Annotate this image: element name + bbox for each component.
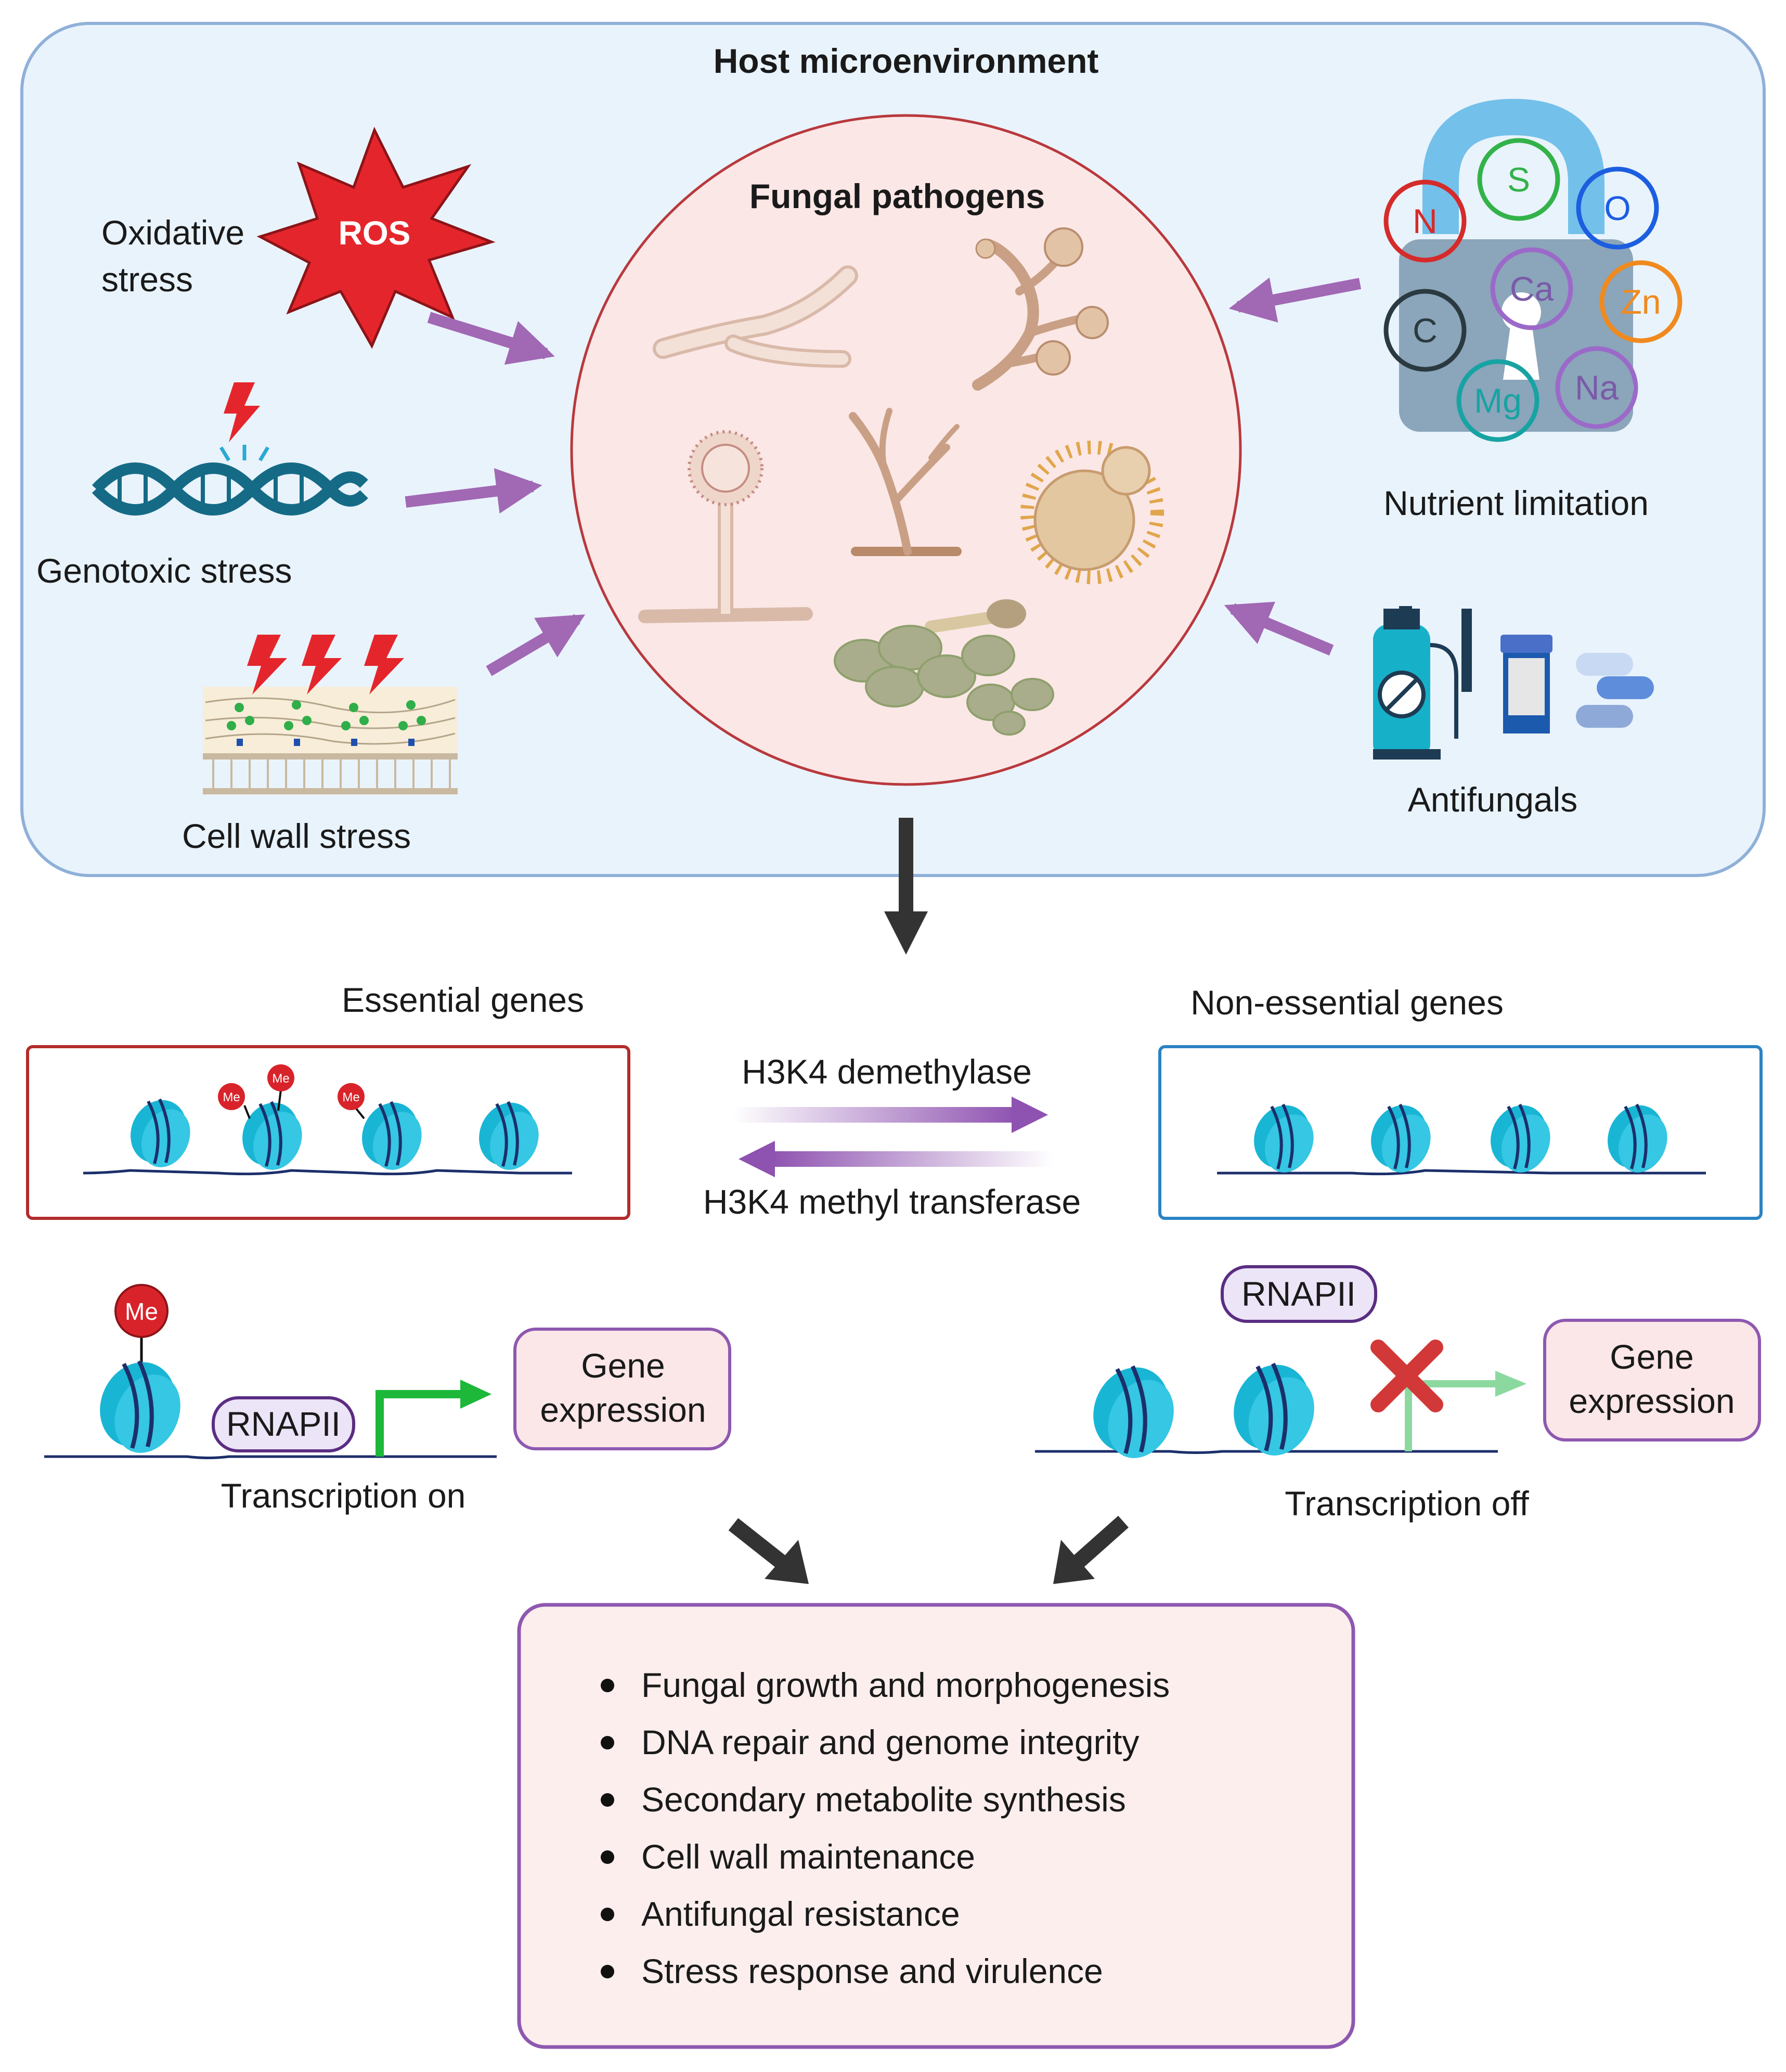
- gene-expression-on-line1: Gene: [581, 1346, 665, 1385]
- oxidative-label-line2: stress: [101, 260, 193, 299]
- nutrient-label: Nutrient limitation: [1383, 484, 1649, 522]
- element-s: S: [1507, 160, 1530, 199]
- rnap-off-label: RNAPII: [1241, 1275, 1356, 1313]
- conidiophore-icon: [972, 227, 1109, 391]
- converging-arrows: [728, 1515, 1129, 1584]
- outcome-item: Antifungal resistance: [641, 1895, 960, 1933]
- gene-expression-on-box: [513, 1328, 731, 1450]
- lock-icon: [1399, 98, 1633, 432]
- host-title: Host microenvironment: [714, 42, 1099, 80]
- pseudohyphae-icon: [834, 599, 1054, 736]
- methyltransferase-label: H3K4 methyl transferase: [703, 1182, 1081, 1221]
- cell-wall-stress: Cell wall stress: [182, 614, 586, 855]
- lightning-icons: [247, 635, 404, 694]
- gene-expression-on-line2: expression: [540, 1391, 706, 1429]
- rnap-on-label: RNAPII: [226, 1405, 341, 1443]
- me-mark-3: Me: [342, 1090, 359, 1104]
- rnap-off-pill: [1221, 1265, 1377, 1323]
- element-zn: Zn: [1621, 282, 1661, 321]
- outcome-item: Stress response and virulence: [641, 1952, 1103, 1990]
- cross-icon: [1370, 1340, 1443, 1412]
- me-mark-2: Me: [272, 1072, 289, 1086]
- outcome-item: Fungal growth and morphogenesis: [641, 1666, 1170, 1704]
- outcome-item: DNA repair and genome integrity: [641, 1723, 1140, 1761]
- element-ca: Ca: [1510, 269, 1554, 308]
- outcome-item: Secondary metabolite synthesis: [641, 1780, 1126, 1819]
- element-na: Na: [1575, 368, 1619, 407]
- gene-expression-off-box: [1543, 1319, 1761, 1442]
- pathogens-title: Fungal pathogens: [749, 177, 1045, 215]
- capsules-icon: [1576, 653, 1654, 728]
- methyl-mark-large: [114, 1284, 169, 1338]
- methyl-marks: [218, 1064, 365, 1119]
- essential-genes-box: Me Me Me: [26, 1045, 630, 1220]
- me-mark-1: Me: [223, 1090, 240, 1104]
- cell-wall-label: Cell wall stress: [182, 817, 411, 855]
- oxidative-stress: ROS Oxidative stress: [101, 126, 555, 365]
- cell-wall-icon: [203, 687, 458, 794]
- element-n: N: [1413, 202, 1438, 240]
- me-mark-large: Me: [125, 1298, 158, 1325]
- element-mg: Mg: [1474, 381, 1522, 420]
- antifungals: Antifungals: [1224, 601, 1654, 819]
- transcription-on-label: Transcription on: [221, 1476, 466, 1515]
- sprayer-icon: [1373, 606, 1472, 760]
- demethylase-label: H3K4 demethylase: [742, 1052, 1032, 1091]
- gene-expression-off-line1: Gene: [1610, 1337, 1693, 1376]
- genotoxic-stress: Genotoxic stress: [36, 382, 542, 590]
- down-arrow: [884, 818, 928, 955]
- nutrient-limitation: N S O C Ca Zn Mg Na Nutrient limitation: [1228, 98, 1683, 522]
- lightning-icon: [219, 382, 270, 461]
- transcription-off-label: Transcription off: [1285, 1484, 1529, 1523]
- nonessential-genes-box: [1158, 1045, 1763, 1220]
- fungal-pathogens-circle: Fungal pathogens: [570, 114, 1242, 786]
- dna-helix-icon: [92, 462, 368, 516]
- aspergillus-icon: [638, 430, 813, 623]
- element-o: O: [1604, 189, 1630, 227]
- yeast-capsule-icon: [1020, 441, 1164, 584]
- transcription-off: RNAPII Gene expression Transcription off: [1035, 1265, 1761, 1523]
- tss-on-arrow: [376, 1390, 463, 1457]
- pill-bottle-icon: [1500, 635, 1552, 733]
- hyphae-icon: [653, 265, 858, 368]
- mould-icon: [849, 408, 962, 556]
- oxidative-label-line1: Oxidative: [101, 213, 244, 252]
- ros-label: ROS: [339, 214, 411, 252]
- genotoxic-label: Genotoxic stress: [36, 551, 292, 590]
- demethylase-methyltransferase-arrows: H3K4 demethylase H3K4 methyl transferase: [703, 1052, 1081, 1221]
- essential-genes-label: Essential genes: [342, 981, 584, 1019]
- transcription-on: Me RNAPII Gene expression Transcription …: [44, 1284, 731, 1515]
- element-c: C: [1413, 311, 1438, 350]
- gene-expression-off-line2: expression: [1569, 1382, 1735, 1420]
- rnap-on-pill: [212, 1396, 355, 1452]
- nonessential-genes-label: Non-essential genes: [1190, 983, 1504, 1022]
- antifungals-label: Antifungals: [1408, 780, 1578, 819]
- element-rings: [1383, 138, 1683, 442]
- outcomes-box: Fungal growth and morphogenesis DNA repa…: [517, 1603, 1355, 2049]
- outcome-item: Cell wall maintenance: [641, 1837, 975, 1876]
- ros-burst-icon: [256, 126, 496, 349]
